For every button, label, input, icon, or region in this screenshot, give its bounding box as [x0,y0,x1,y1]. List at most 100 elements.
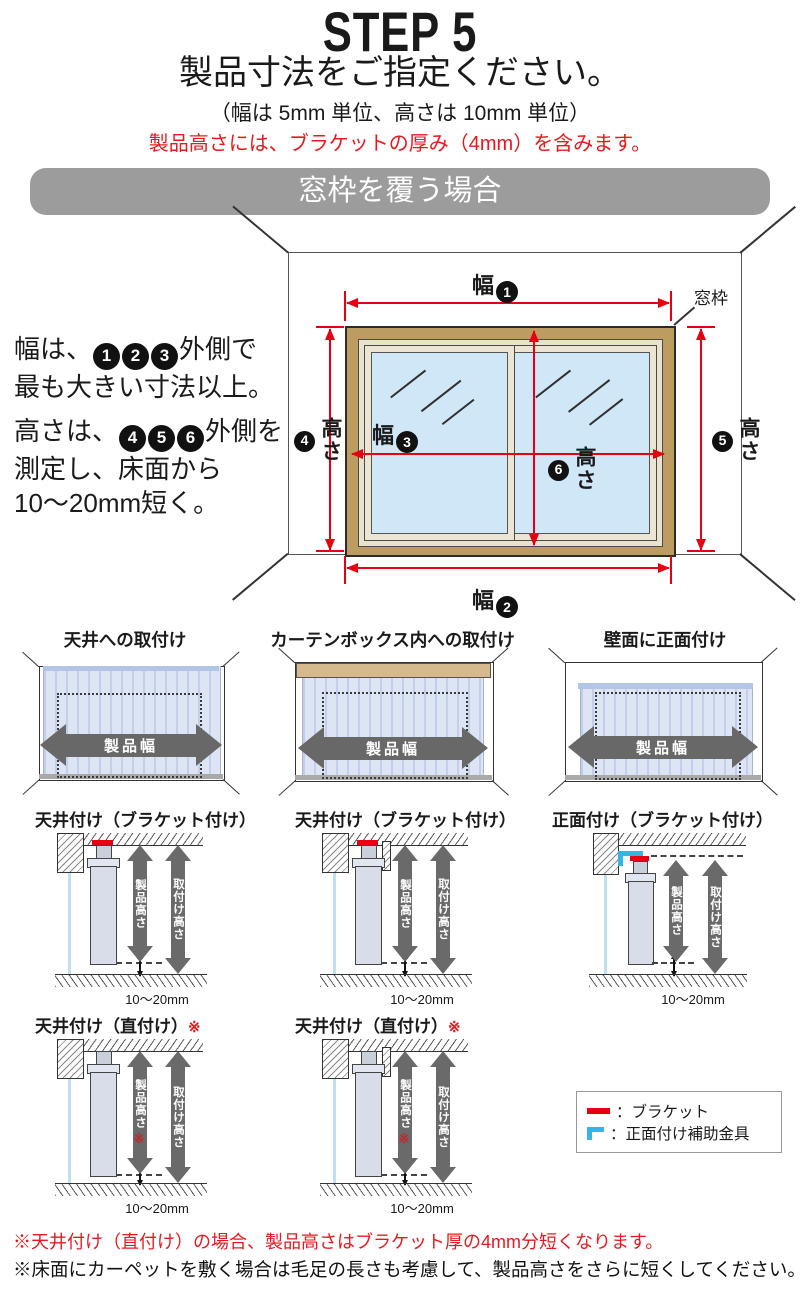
wall-corner-line [739,553,796,601]
legend-aux-row: ：正面付け補助金具 [587,1122,771,1144]
product-width-arrow: 製品幅 [40,724,222,766]
section-banner: 窓枠を覆う場合 [30,168,770,215]
bracket-red [630,856,649,861]
badge-2: 2 [122,342,150,370]
product-width-label: 製品幅 [594,735,732,759]
height-instr-post: 外側を [205,416,284,446]
dim-tick [687,550,715,553]
page-title: 製品寸法をご指定ください。 [179,54,621,92]
mini-corner [760,647,778,664]
dim-tick [670,291,673,321]
arrow-head-right [732,726,758,768]
bracket-title-1: 天井付け（ブラケット付け） [35,811,256,830]
gap-label: 10〜20mm [661,992,725,1007]
mount-type-title-curtainbox: カーテンボックス内への取付け [270,630,515,650]
mini-corner [22,779,40,795]
mount-height-label: 取付け高さ [437,878,449,941]
mount-type-title-wall: 壁面に正面付け [603,630,727,650]
blind-panel [90,866,117,965]
bracket-red [92,840,113,845]
glass-right [513,352,650,534]
dim-height6-arrow [533,331,536,545]
blind-panel [355,866,382,965]
height-instr-pre: 高さは、 [14,416,119,446]
window-edge [333,1079,336,1183]
bracket-title-4: 天井付け（直付け）※ [35,1017,201,1036]
blind-panel [90,1072,117,1177]
wall-section [322,1039,349,1079]
product-width-label: 製品幅 [324,736,462,760]
window-edge [604,875,607,974]
arrow-head-left [298,727,324,769]
blind-panel [355,1072,382,1177]
dim-height4-arrow [329,329,332,550]
width-instr-pre: 幅は、 [14,334,93,364]
product-height-arrow: 製品高さ※ [392,1051,418,1174]
badge-5: 5 [148,424,176,452]
gap-label: 10〜20mm [125,992,189,1007]
footnote-direct-mount: ※天井付け（直付け）の場合、製品高さはブラケット厚の4mm分短くなります。 [13,1232,664,1252]
window-edge [68,873,71,974]
dim-tick [316,550,344,553]
wall-section [57,833,84,873]
badge-6: 6 [177,424,205,452]
product-width-label: 製品幅 [66,733,196,757]
mount-height-arrow: 取付け高さ [165,1051,191,1183]
gap-label: 10〜20mm [390,992,454,1007]
curtain-panel [580,689,753,775]
product-height-label: 製品高さ [670,886,682,936]
footnote-carpet: ※床面にカーペットを敷く場合は毛足の長さも考慮して、製品高さをさらに短くしてくだ… [13,1259,800,1280]
bracket-title-2: 天井付け（ブラケット付け） [295,811,516,830]
mount-diagram-wallfront: 製品幅 [545,647,782,796]
bracket-diagram-direct-2: 製品高さ※ 取付け高さ 10〜20mm [320,1039,472,1216]
glass-reflection [567,379,610,413]
mount-height-arrow: 取付け高さ [165,845,191,974]
height-instr-line2: 測定し、床面から [14,453,223,484]
step-heading: STEP 5 [322,0,478,63]
curtain-box [296,663,491,678]
mount-type-title-ceiling: 天井への取付け [63,630,187,650]
height-instr-line3: 10〜20mm短く。 [14,488,220,519]
mini-wall [565,662,763,782]
window-sash-left [364,345,515,541]
floor-hatch [320,974,472,987]
legend-box: ：ブラケット ：正面付け補助金具 [576,1091,782,1153]
mini-corner [278,647,296,664]
product-width-arrow: 製品幅 [568,726,758,768]
window-edge [333,873,336,974]
window-edge [68,1079,71,1183]
product-height-star: ※ [132,1131,148,1147]
dim-height5-arrow [700,329,703,550]
wall-corner-line [232,553,289,601]
glass-reflection [420,379,462,412]
legend-bracket-label: ：ブラケット [616,1104,710,1121]
curtain-box-wall [382,1047,391,1077]
dim-tick [670,556,673,584]
mount-height-label: 取付け高さ [172,878,184,941]
window-sash-right [506,345,657,541]
product-width-arrow: 製品幅 [298,727,488,769]
mount-height-label: 取付け高さ [437,1085,449,1149]
mount-height-arrow: 取付け高さ [430,845,456,974]
mini-corner [222,651,240,668]
floor-hatch [320,1183,472,1196]
bracket-title-5: 天井付け（直付け）※ [295,1017,461,1036]
arrow-head-right [462,727,488,769]
width-instr-post: 外側で [179,334,258,364]
dim-width3-arrow [352,453,664,456]
wall-section [322,833,349,873]
badge-1: 1 [93,342,121,370]
mini-corner [222,779,240,795]
product-height-label: 製品高さ [399,878,411,929]
bracket-diagram-front: 製品高さ 取付け高さ 10〜20mm [585,833,750,1007]
bracket-red [357,840,378,845]
mount-height-arrow: 取付け高さ [430,1051,456,1183]
window-frame [345,326,676,557]
mini-floor [565,775,761,780]
mini-corner [491,780,509,796]
mini-corner [760,780,778,796]
mini-corner [548,780,566,796]
